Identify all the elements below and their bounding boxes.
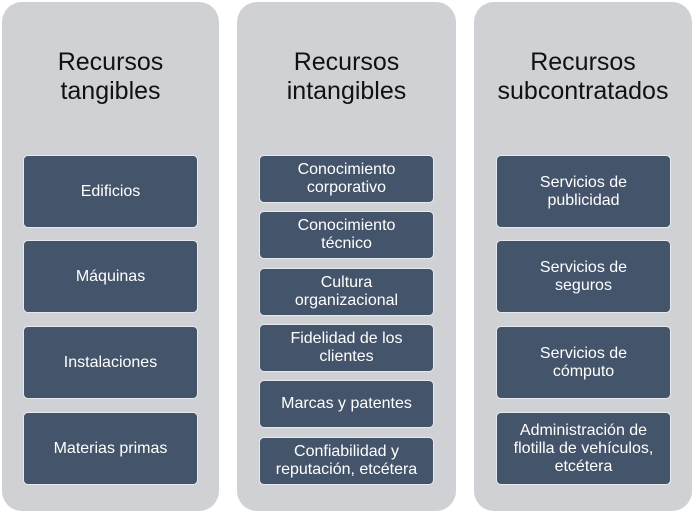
item-box: Máquinas (23, 240, 198, 313)
item-box: Conocimiento técnico (259, 211, 434, 259)
item-box: Servicios de seguros (496, 240, 671, 313)
column-title-subcontracted: Recursos subcontratados (497, 48, 669, 105)
column-subcontracted: Recursos subcontratados Servicios de pub… (474, 2, 692, 511)
item-box: Edificios (23, 155, 198, 228)
item-box: Fidelidad de los clientes (259, 324, 434, 372)
item-box: Servicios de publicidad (496, 155, 671, 228)
column-tangibles: Recursos tangibles Edificios Máquinas In… (2, 2, 219, 511)
item-box: Servicios de cómputo (496, 326, 671, 399)
column-title-tangibles: Recursos tangibles (57, 48, 164, 105)
item-box: Cultura organizacional (259, 268, 434, 316)
column-intangibles: Recursos intangibles Conocimiento corpor… (237, 2, 456, 511)
item-box: Confiabilidad y reputación, etcétera (259, 437, 434, 485)
item-box: Administración de flotilla de vehículos,… (496, 412, 671, 485)
column-title-intangibles: Recursos intangibles (286, 48, 407, 105)
item-box: Marcas y patentes (259, 380, 434, 428)
item-box: Conocimiento corporativo (259, 155, 434, 203)
item-box: Materias primas (23, 412, 198, 485)
item-box: Instalaciones (23, 326, 198, 399)
